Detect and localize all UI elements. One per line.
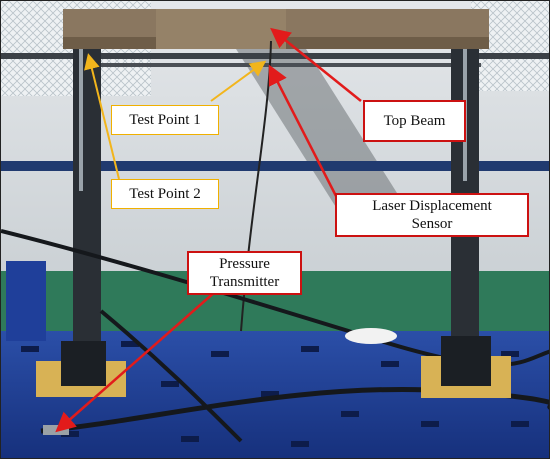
white-object — [345, 328, 397, 344]
test-point-1-label: Test Point 1 — [111, 105, 219, 135]
laser-sensor-label: Laser Displacement Sensor — [335, 193, 529, 237]
left-column — [73, 41, 101, 391]
pressure-transmitter-label: Pressure Transmitter — [187, 251, 302, 295]
top-beam-block — [156, 9, 286, 49]
left-base-block — [61, 341, 106, 386]
hose-2 — [1, 229, 549, 367]
pressure-transmitter-device — [43, 425, 69, 435]
cross-bar — [81, 63, 481, 67]
right-base-block — [441, 336, 491, 386]
top-beam-label: Top Beam — [363, 100, 466, 142]
test-point-2-label: Test Point 2 — [111, 179, 219, 209]
left-cabinet — [6, 261, 46, 341]
left-column-rod — [79, 41, 83, 191]
